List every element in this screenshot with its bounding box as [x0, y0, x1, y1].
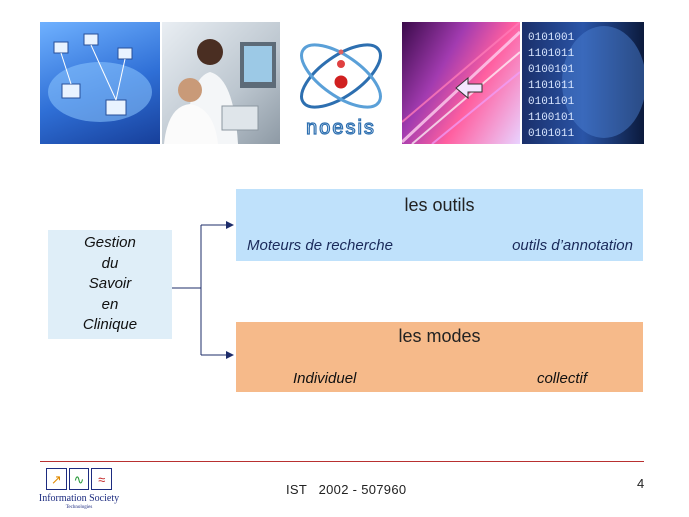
footer-rule — [40, 461, 644, 462]
center-line: Savoir — [88, 275, 132, 293]
modes-item-collective: collectif — [536, 370, 587, 387]
modes-title: les modes — [398, 326, 481, 346]
clinicians-photo — [162, 22, 280, 144]
project-reference: IST 2002 - 507960 — [286, 482, 407, 497]
svg-text:0101101: 0101101 — [528, 96, 575, 108]
header-banner: noesis 0101001 1101011 0100101 1101011 0… — [40, 22, 644, 144]
ist-logo-squares: ↗ ∿ ≈ — [46, 468, 113, 490]
svg-text:0101001: 0101001 — [528, 32, 575, 44]
svg-text:1101011: 1101011 — [528, 80, 575, 92]
ist-logo-subtext: Technologies — [65, 505, 93, 510]
modes-panel: les modes Individuel collectif — [236, 322, 643, 392]
center-line: en — [101, 295, 119, 313]
center-line: du — [101, 254, 119, 272]
arrow-head-modes — [226, 351, 234, 359]
ist-logo-text: Information Society — [38, 493, 120, 504]
ist-logo: ↗ ∿ ≈ Information Society Technologies — [36, 468, 122, 512]
arrow-head-outils — [226, 221, 234, 229]
knowledge-management-node: Gestion du Savoir en Clinique — [48, 230, 172, 339]
svg-text:1101011: 1101011 — [528, 48, 575, 60]
outils-title: les outils — [404, 195, 475, 215]
svg-text:0100101: 0100101 — [528, 64, 575, 76]
svg-text:0101011: 0101011 — [528, 128, 575, 140]
outils-item-annotation: outils d’annotation — [512, 237, 633, 254]
trend-up-icon: ↗ — [46, 468, 67, 490]
fiber-optics-image — [402, 22, 520, 144]
center-line: Clinique — [82, 316, 138, 334]
binary-face-image: 0101001 1101011 0100101 1101011 0101101 … — [522, 22, 644, 144]
modes-item-individual: Individuel — [293, 370, 357, 387]
arrow-icon — [455, 76, 483, 100]
page-number: 4 — [637, 476, 645, 491]
center-line: Gestion — [84, 234, 136, 252]
zigzag-icon: ∿ — [68, 468, 90, 490]
noesis-wordmark: noesis — [306, 117, 376, 139]
outils-panel: les outils Moteurs de recherche outils d… — [236, 189, 643, 261]
svg-text:1100101: 1100101 — [528, 112, 575, 124]
outils-item-search: Moteurs de recherche — [247, 237, 393, 254]
wave-icon: ≈ — [91, 468, 113, 490]
world-network-image — [40, 22, 160, 144]
noesis-logo-tile: noesis — [282, 22, 400, 144]
